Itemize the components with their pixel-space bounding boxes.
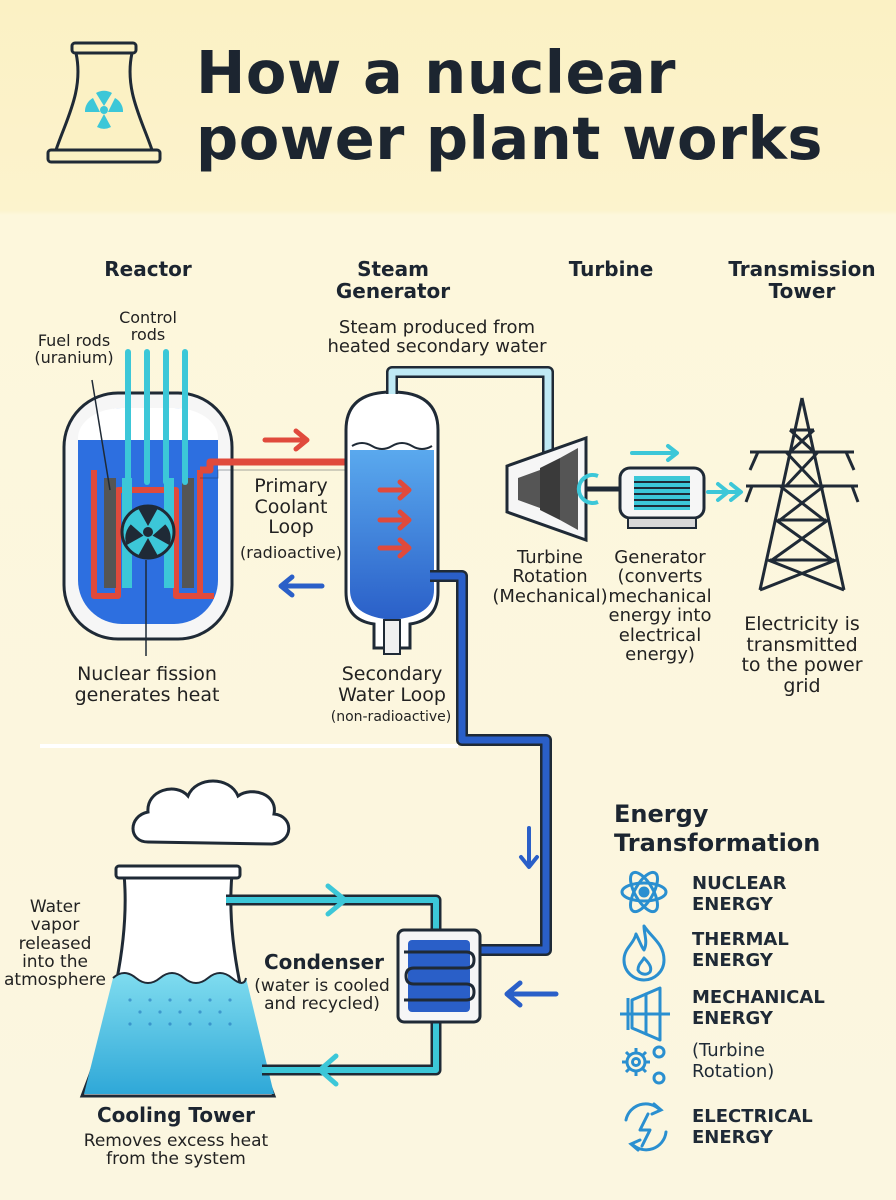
- fission-label: Nuclear fission generates heat: [74, 663, 220, 706]
- energy-item-thermal: THERMAL ENERGY: [692, 929, 789, 971]
- steam-generator: [344, 390, 440, 655]
- energy-item-turbine-rotation: (Turbine Rotation): [692, 1040, 775, 1082]
- gears-icon: [622, 1045, 666, 1085]
- water-vapor-label: Water vapor released into the atmosphere: [4, 897, 106, 991]
- energy-item-electrical: ELECTRICAL ENERGY: [692, 1106, 813, 1148]
- condenser-inlet-arrow-icon: [504, 980, 559, 1008]
- generator-label: Generator (converts mechanical energy in…: [608, 547, 712, 666]
- electricity-arrow-icon: [706, 482, 743, 502]
- section-title-reactor: Reactor: [104, 257, 192, 281]
- cooling-tower-note: Removes excess heat from the system: [83, 1131, 269, 1170]
- secondary-loop-label: Secondary Water Loop: [338, 663, 446, 706]
- condenser: [396, 928, 482, 1024]
- down-flow-arrow-icon: [519, 826, 539, 869]
- energy-item-nuclear: NUCLEAR ENERGY: [692, 873, 787, 915]
- turbine-icon: [620, 986, 670, 1042]
- nuclear-plant-logo-icon: [46, 41, 162, 164]
- steam-pipe: [388, 368, 552, 466]
- rotation-arrow-icon: [630, 444, 679, 462]
- reactor-core-radiation-icon: [120, 504, 176, 560]
- section-title-transmission-tower: Transmission Tower: [728, 257, 876, 303]
- atom-icon: [620, 870, 668, 914]
- condenser-title: Condenser: [263, 950, 385, 974]
- cooling-tower-title: Cooling Tower: [96, 1103, 256, 1127]
- page-title: How a nuclear power plant works: [196, 38, 823, 174]
- cooling-water-out-pipe: [226, 897, 439, 932]
- cool-return-arrow-icon: [278, 574, 325, 598]
- cooling-flow-arrow-icon: [325, 883, 348, 917]
- fuel-rods-label: Fuel rods (uranium): [34, 331, 114, 368]
- heat-transfer-arrows: [377, 479, 412, 559]
- control-rods-label: Control rods: [119, 308, 177, 345]
- transmission-tower-icon: [744, 397, 860, 592]
- secondary-water-pipe: [420, 572, 550, 954]
- primary-loop-label: Primary Coolant Loop: [254, 475, 328, 539]
- flame-icon: [622, 924, 666, 982]
- primary-loop-note: (radioactive): [240, 543, 342, 562]
- primary-coolant-inner: [91, 470, 203, 599]
- cooling-water-return-pipe: [262, 1018, 439, 1073]
- cooling-return-arrow-icon: [317, 1053, 339, 1087]
- turbine-rotation-label: Turbine Rotation (Mechanical): [492, 547, 608, 607]
- turbine: [505, 435, 624, 543]
- secondary-loop-note: (non-radioactive): [330, 709, 452, 725]
- fuel-rods-pointer: [91, 379, 111, 491]
- energy-transformation-title: Energy Transformation: [614, 800, 821, 857]
- cooling-tower: [79, 864, 277, 1098]
- condenser-note: (water is cooled and recycled): [254, 976, 390, 1015]
- hot-flow-arrow-icon: [262, 428, 310, 452]
- steam-produced-label: Steam produced from heated secondary wat…: [327, 317, 547, 358]
- control-rods: [125, 349, 188, 485]
- section-title-steam-generator: Steam Generator: [335, 257, 451, 303]
- electric-cycle-icon: [624, 1102, 668, 1152]
- generator: [618, 466, 706, 529]
- steam-cloud-icon: [131, 779, 291, 846]
- electricity-label: Electricity is transmitted to the power …: [741, 613, 863, 697]
- energy-item-mechanical: MECHANICAL ENERGY: [692, 987, 825, 1029]
- section-title-turbine: Turbine: [568, 257, 654, 281]
